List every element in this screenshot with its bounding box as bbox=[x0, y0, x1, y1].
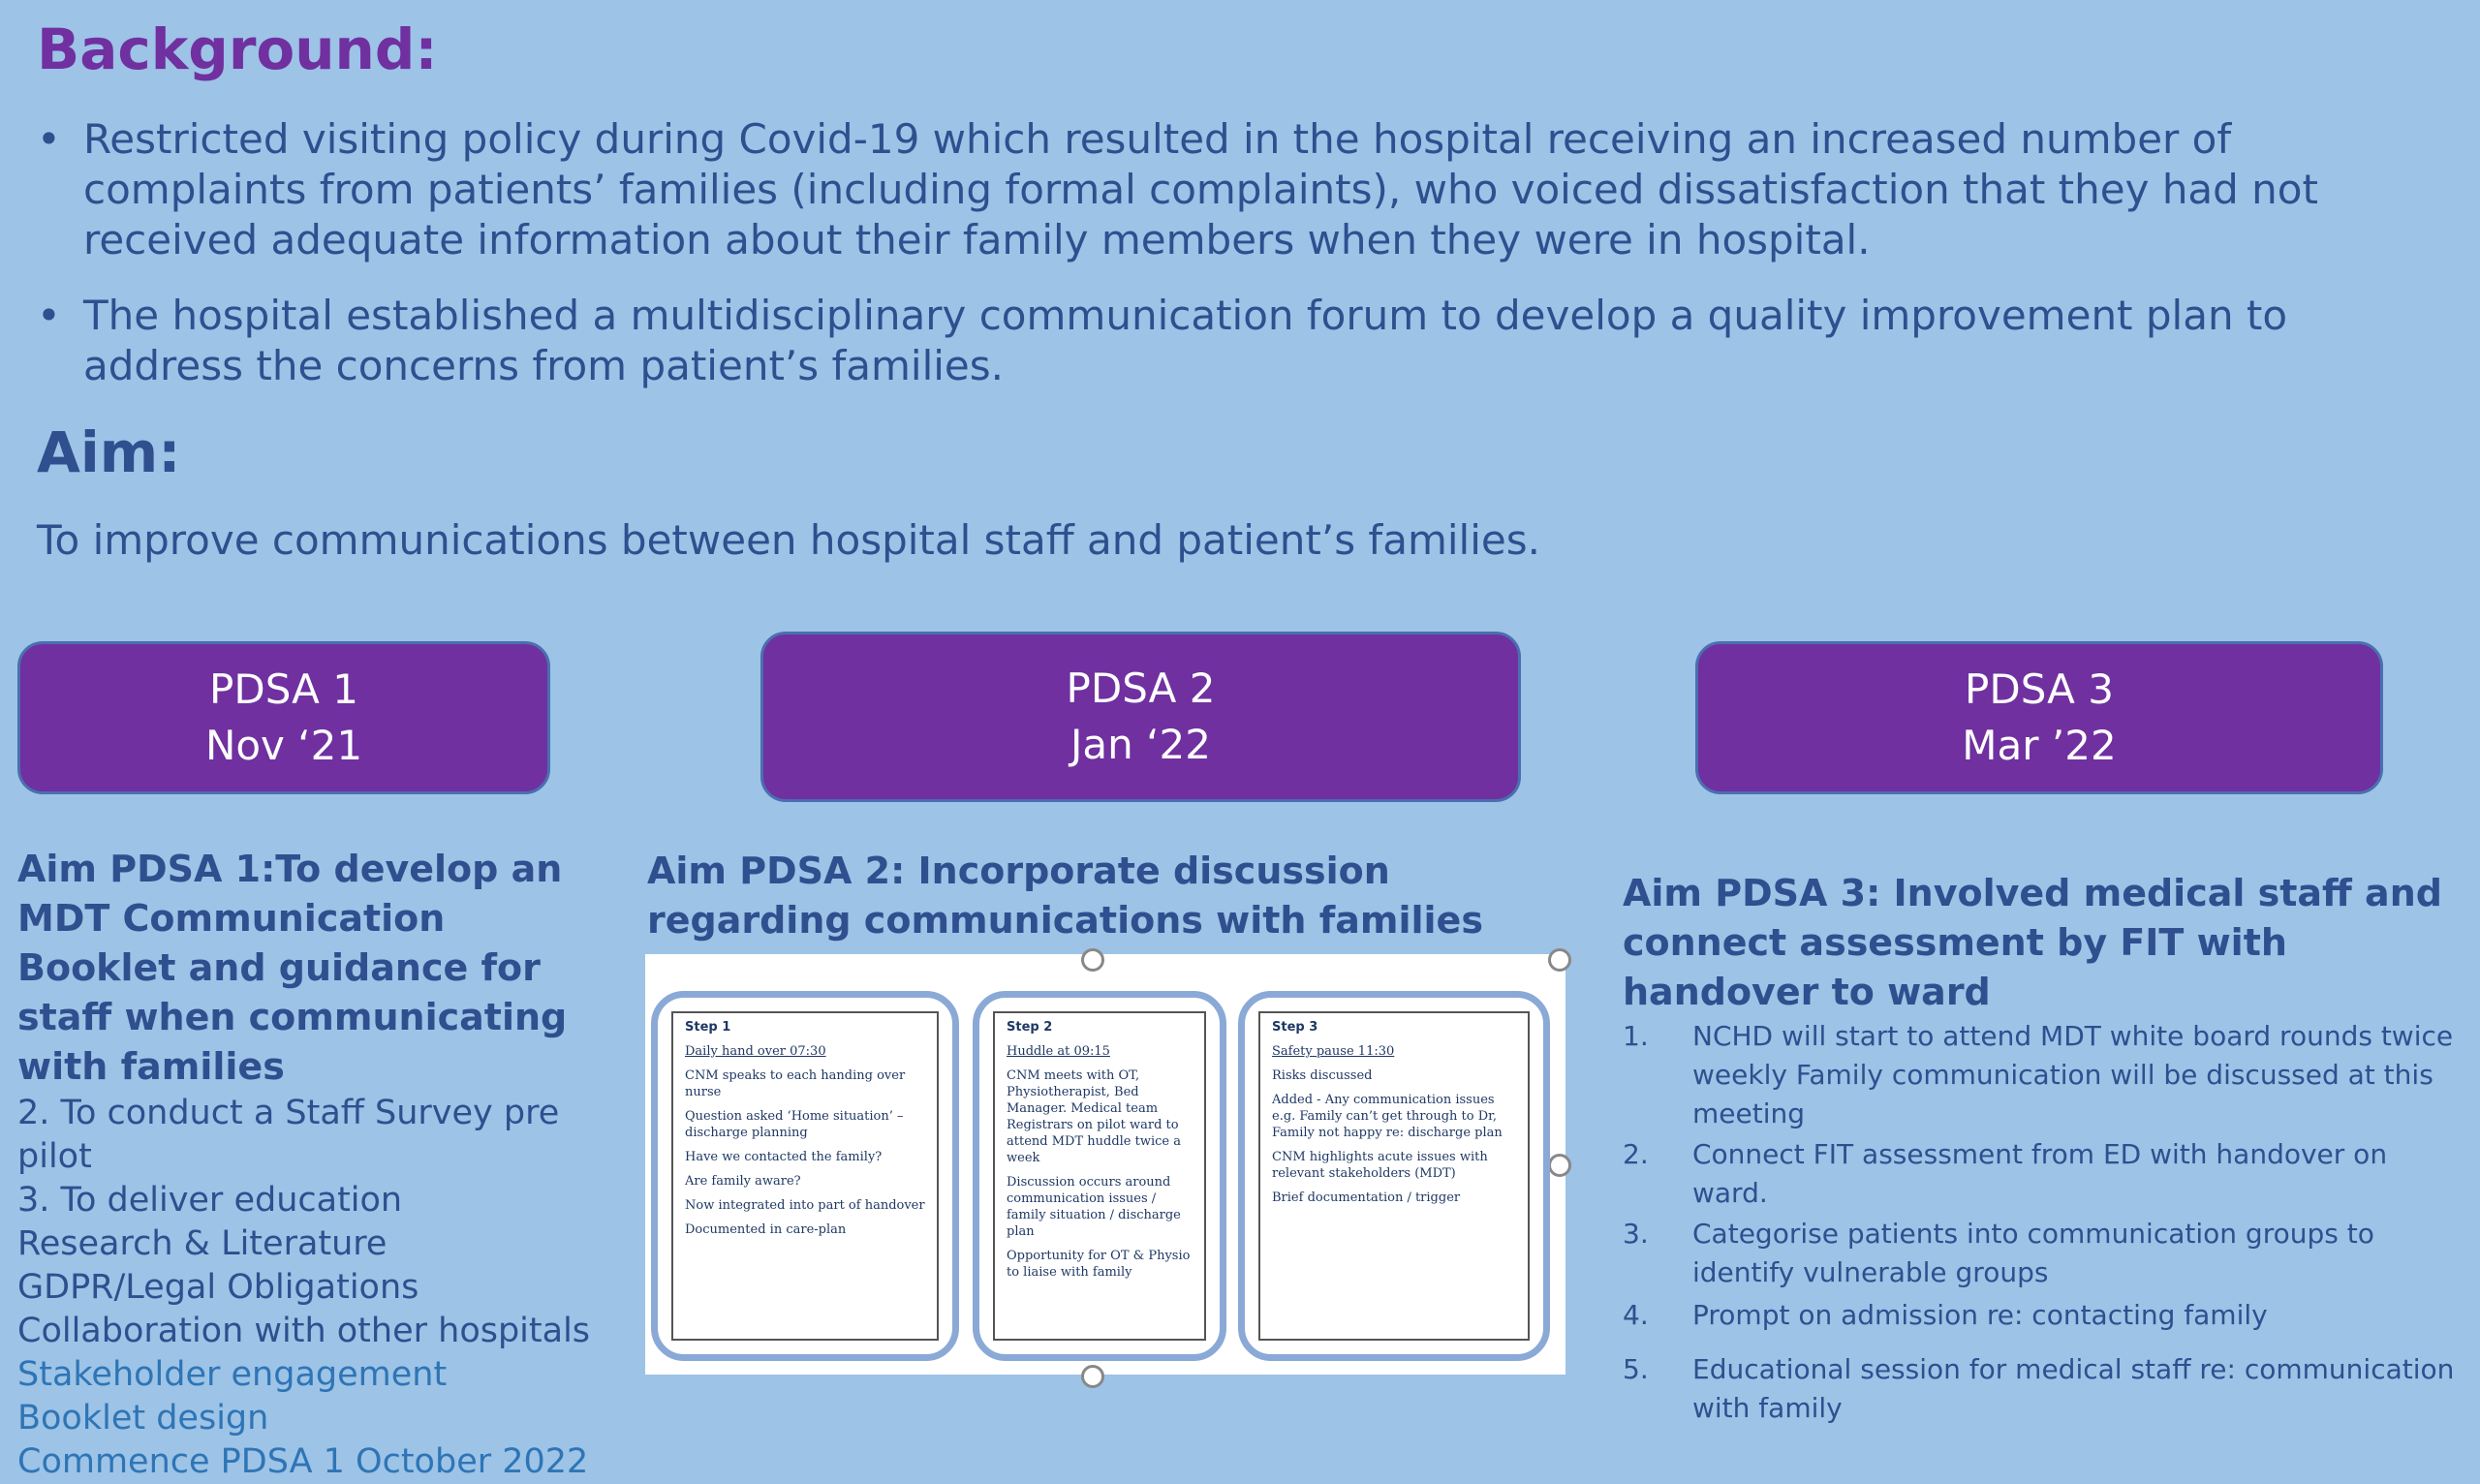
pdsa-1-item: 2. To conduct a Staff Survey pre pilot bbox=[17, 1094, 560, 1176]
list-number: 4. bbox=[1623, 1299, 1649, 1331]
step-line: Discussion occurs around communication i… bbox=[1007, 1175, 1181, 1239]
step-line: CNM highlights acute issues with relevan… bbox=[1272, 1150, 1488, 1181]
pdsa-label: PDSA 3 bbox=[1965, 665, 2114, 713]
list-text: Prompt on admission re: contacting famil… bbox=[1692, 1299, 2268, 1331]
pdsa-1-column: Aim PDSA 1:To develop an MDT Communicati… bbox=[17, 845, 599, 1484]
list-number: 2. bbox=[1623, 1138, 1649, 1170]
aim-heading: Aim: bbox=[37, 419, 181, 485]
background-bullet: Restricted visiting policy during Covid-… bbox=[37, 114, 2439, 265]
pdsa-1-item: Stakeholder engagement bbox=[17, 1355, 448, 1394]
step-title: Step 3 bbox=[1272, 1020, 1318, 1035]
pdsa-3-list: 1. NCHD will start to attend MDT white bo… bbox=[1623, 1017, 2465, 1430]
step-line: Daily hand over 07:30 bbox=[685, 1044, 826, 1059]
background-bullet: The hospital established a multidiscipli… bbox=[37, 291, 2439, 391]
resize-handle-icon[interactable] bbox=[1548, 1154, 1571, 1177]
list-item: 3. Categorise patients into communication… bbox=[1623, 1215, 2465, 1292]
list-number: 3. bbox=[1623, 1218, 1649, 1250]
step-line: Are family aware? bbox=[685, 1174, 801, 1189]
pdsa-1-item: 3. To deliver education bbox=[17, 1181, 403, 1220]
list-text: Educational session for medical staff re… bbox=[1692, 1353, 2455, 1424]
resize-handle-icon[interactable] bbox=[1548, 948, 1571, 972]
step-line: Documented in care-plan bbox=[685, 1222, 847, 1237]
step-line: Added - Any communication issues e.g. Fa… bbox=[1272, 1093, 1503, 1140]
pdsa-1-aim-title: Aim PDSA 1:To develop an MDT Communicati… bbox=[17, 848, 568, 1088]
step-title: Step 2 bbox=[1007, 1020, 1053, 1035]
step-line: Now integrated into part of handover bbox=[685, 1198, 925, 1213]
pdsa-2-button[interactable]: PDSA 2 Jan ‘22 bbox=[760, 632, 1521, 802]
pdsa-1-item: Collaboration with other hospitals bbox=[17, 1312, 591, 1350]
background-heading: Background: bbox=[37, 16, 438, 82]
pdsa-2-aim-title: Aim PDSA 2: Incorporate discussion regar… bbox=[647, 850, 1483, 942]
pdsa-1-item: Research & Literature bbox=[17, 1224, 388, 1263]
resize-handle-icon[interactable] bbox=[1081, 1365, 1104, 1388]
pdsa-1-item: Commence PDSA 1 October 2022 bbox=[17, 1442, 589, 1481]
list-item: 2. Connect FIT assessment from ED with ha… bbox=[1623, 1135, 2465, 1213]
list-number: 1. bbox=[1623, 1020, 1649, 1052]
pdsa-date: Nov ‘21 bbox=[204, 722, 363, 769]
list-text: NCHD will start to attend MDT white boar… bbox=[1692, 1020, 2454, 1129]
pdsa-1-item: GDPR/Legal Obligations bbox=[17, 1268, 419, 1307]
step-line: CNM meets with OT, Physiotherapist, Bed … bbox=[1007, 1068, 1181, 1165]
list-text: Categorise patients into communication g… bbox=[1692, 1218, 2374, 1288]
step-line: Question asked ‘Home situation’ – discha… bbox=[685, 1109, 904, 1140]
resize-handle-icon[interactable] bbox=[1081, 948, 1104, 972]
step-2-frame: Step 2 Huddle at 09:15 CNM meets with OT… bbox=[973, 991, 1226, 1361]
step-line: CNM speaks to each handing over nurse bbox=[685, 1068, 906, 1099]
list-number: 5. bbox=[1623, 1353, 1649, 1385]
step-line: Opportunity for OT & Physio to liaise wi… bbox=[1007, 1249, 1191, 1280]
step-line: Brief documentation / trigger bbox=[1272, 1190, 1461, 1205]
step-line: Huddle at 09:15 bbox=[1007, 1044, 1110, 1059]
aim-text: To improve communications between hospit… bbox=[37, 516, 1540, 564]
list-item: 4. Prompt on admission re: contacting fam… bbox=[1623, 1296, 2465, 1335]
pdsa-3-button[interactable]: PDSA 3 Mar ’22 bbox=[1695, 641, 2383, 794]
pdsa-3-aim-title: Aim PDSA 3: Involved medical staff and c… bbox=[1623, 872, 2442, 1013]
pdsa-date: Mar ’22 bbox=[1962, 722, 2117, 769]
step-1-frame: Step 1 Daily hand over 07:30 CNM speaks … bbox=[651, 991, 959, 1361]
pdsa-label: PDSA 2 bbox=[1066, 665, 1216, 712]
step-line: Risks discussed bbox=[1272, 1068, 1373, 1083]
pdsa-1-item: Booklet design bbox=[17, 1399, 269, 1438]
list-text: Connect FIT assessment from ED with hand… bbox=[1692, 1138, 2388, 1209]
background-list: Restricted visiting policy during Covid-… bbox=[37, 114, 2439, 417]
step-line: Have we contacted the family? bbox=[685, 1150, 883, 1164]
list-item: 1. NCHD will start to attend MDT white bo… bbox=[1623, 1017, 2465, 1133]
step-title: Step 1 bbox=[685, 1020, 731, 1035]
pdsa-label: PDSA 1 bbox=[209, 665, 358, 713]
pdsa-date: Jan ‘22 bbox=[1070, 721, 1211, 768]
step-3-frame: Step 3 Safety pause 11:30 Risks discusse… bbox=[1238, 991, 1550, 1361]
pdsa-2-steps-figure: Step 1 Daily hand over 07:30 CNM speaks … bbox=[645, 948, 1571, 1388]
step-line: Safety pause 11:30 bbox=[1272, 1044, 1395, 1059]
pdsa-1-button[interactable]: PDSA 1 Nov ‘21 bbox=[17, 641, 550, 794]
list-item: 5. Educational session for medical staff … bbox=[1623, 1350, 2465, 1428]
